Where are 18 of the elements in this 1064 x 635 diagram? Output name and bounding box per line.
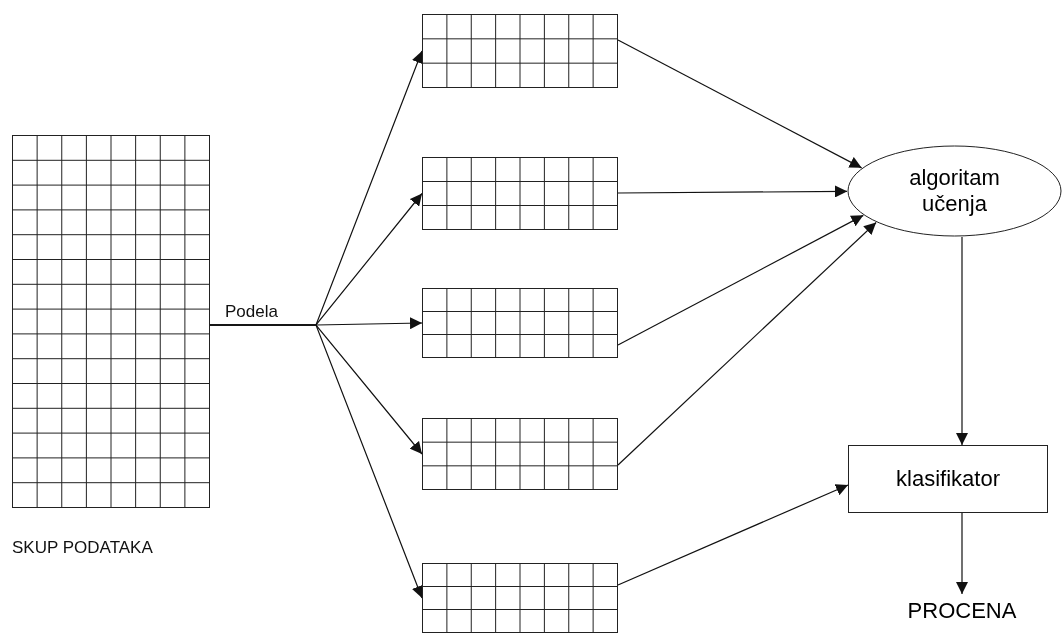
table-caption: SKUP PODATAKA [12,538,153,558]
arrow [617,185,848,198]
output-label: PROCENA [872,594,1052,628]
arrow [209,324,424,599]
arrow [956,512,968,595]
data-table-grid [12,135,210,508]
data-table-grid [422,418,618,490]
data-table-grid [422,288,618,358]
arrow [617,221,877,466]
arrow [617,214,864,346]
process-ellipse: algoritam učenja [847,145,1062,237]
process-box: klasifikator [848,445,1048,513]
data-table-grid [422,563,618,633]
data-table-grid [422,157,618,230]
arrow [956,236,968,446]
data-table-grid [422,14,618,88]
arrow [617,484,849,586]
arrow [617,39,863,169]
